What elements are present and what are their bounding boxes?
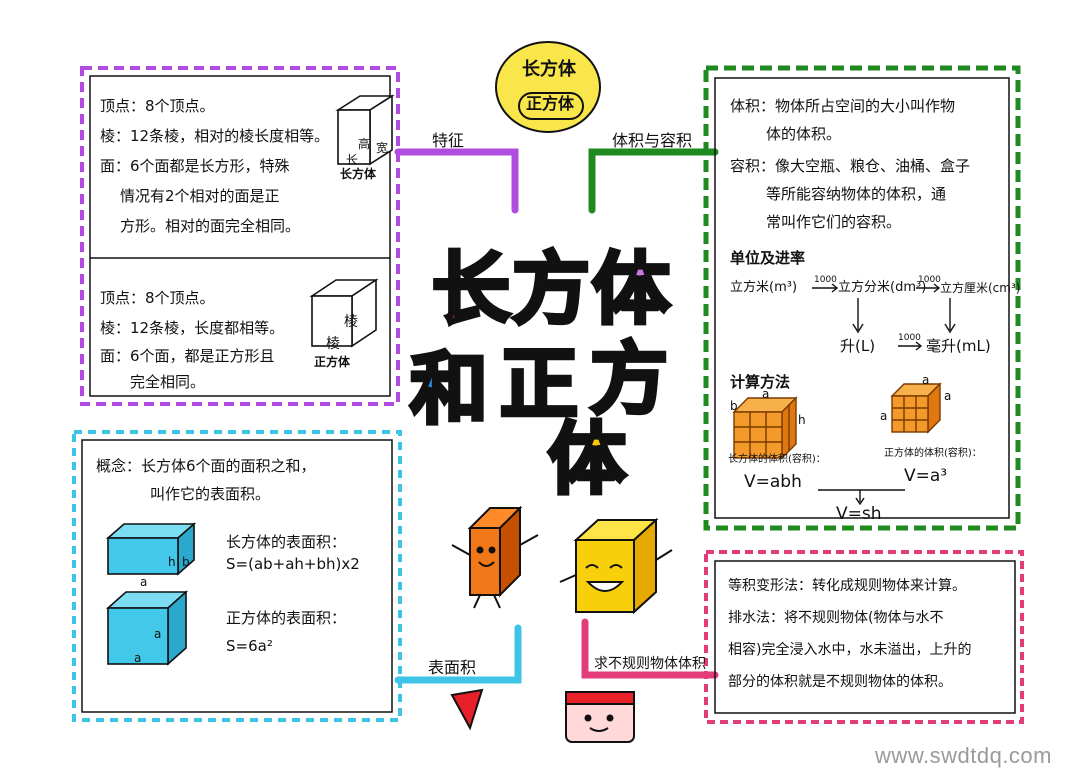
title-char-2: 方 <box>510 245 592 335</box>
vol-dim-a-1: a <box>762 387 770 401</box>
surf-dim-a-3: a <box>134 651 142 665</box>
surface-cube-title: 正方体的表面积： <box>226 609 347 627</box>
surface-line-2: 叫作它的表面积。 <box>150 485 271 503</box>
title-char-1: 长 <box>430 245 512 335</box>
cuboid-feature-4: 情况有2个相对的面是正 <box>120 187 280 205</box>
surface-cuboid <box>105 522 197 576</box>
volume-line-5: 常叫作它们的容积。 <box>766 213 902 231</box>
volume-cuboid-grid <box>732 396 798 460</box>
branch-volume-label: 体积与容积 <box>612 131 693 150</box>
cuboid-volume-formula: V=abh <box>744 472 802 492</box>
badge-top: 长方体 <box>522 59 576 80</box>
unit-m3: 立方米(m³) <box>730 280 798 295</box>
cuboid-feature-3: 面：6个面都是长方形，特殊 <box>100 157 290 175</box>
cuboid-feature-2: 棱：12条棱，相对的棱长度相等。 <box>100 127 330 145</box>
vol-dim-b: b <box>730 399 738 413</box>
rate-1: 1000 <box>814 275 837 285</box>
irregular-line-2: 排水法：将不规则物体(物体与水不 <box>728 610 944 626</box>
cube-label-edge1: 棱 <box>344 314 358 330</box>
volume-line-2: 体的体积。 <box>766 125 842 143</box>
orange-cuboid-character <box>451 505 539 609</box>
red-flag <box>450 688 484 731</box>
unit-cm3: 立方厘米(cm³) <box>940 281 1021 295</box>
volume-line-1: 体积：物体所占空间的大小叫作物 <box>730 97 956 115</box>
irregular-line-4: 部分的体积就是不规则物体的体积。 <box>728 674 952 690</box>
volume-line-3: 容积：像大空瓶、粮仓、油桶、盒子 <box>730 157 971 175</box>
badge-bottom: 正方体 <box>526 94 575 113</box>
surface-line-1: 概念：长方体6个面的面积之和， <box>96 457 316 475</box>
cube-label-edge2: 棱 <box>326 336 340 352</box>
surface-cuboid-title: 长方体的表面积： <box>226 533 347 551</box>
cube-feature-3: 面：6个面，都是正方形且 <box>100 347 275 365</box>
title-char-5: 正 <box>498 340 580 430</box>
surf-dim-b: b <box>182 555 190 569</box>
volume-line-4: 等所能容纳物体的体积，通 <box>766 185 947 203</box>
cuboid-caption: 长方体 <box>340 167 377 181</box>
cube-volume-formula: V=a³ <box>904 466 948 486</box>
cuboid-label-length: 长 <box>346 153 359 167</box>
title-char-7: 体 <box>546 415 628 505</box>
unit-mL: 毫升(mL) <box>926 337 991 355</box>
yellow-cube-character <box>559 517 673 615</box>
cuboid-feature-1: 顶点：8个顶点。 <box>100 97 215 115</box>
surface-cuboid-formula: S=(ab+ah+bh)x2 <box>226 555 360 573</box>
branch-surface-label: 表面积 <box>428 658 477 677</box>
surf-dim-h: h <box>168 555 176 569</box>
cube-sketch <box>309 278 379 348</box>
cube-volume-caption: 正方体的体积(容积)： <box>884 448 982 459</box>
rate-3: 1000 <box>898 333 921 343</box>
badge-bottom-pill <box>518 92 584 120</box>
cuboid-volume-caption: 长方体的体积(容积)： <box>728 454 826 465</box>
title-char-3: 体 <box>590 245 672 335</box>
irregular-line-3: 相容)完全浸入水中，水未溢出，上升的 <box>728 642 972 658</box>
vol-dim-a-2: a <box>922 373 930 387</box>
vol-dim-a-4: a <box>944 389 952 403</box>
irregular-line-1: 等积变形法：转化成规则物体来计算。 <box>728 578 966 594</box>
surface-cube <box>105 590 189 666</box>
unit-L: 升(L) <box>840 337 876 355</box>
surf-dim-a-2: a <box>154 627 162 641</box>
units-title: 单位及进率 <box>730 249 806 267</box>
surf-dim-a-1: a <box>140 575 148 589</box>
cube-caption: 正方体 <box>314 355 351 369</box>
unit-arrows <box>812 283 956 506</box>
cube-feature-1: 顶点：8个顶点。 <box>100 289 215 307</box>
cuboid-label-height: 高 <box>358 137 371 151</box>
branch-features-label: 特征 <box>432 131 465 150</box>
title-char-6: 方 <box>588 335 670 425</box>
cube-feature-4: 完全相同。 <box>130 373 206 391</box>
cuboid-label-width: 宽 <box>376 141 389 155</box>
calc-title: 计算方法 <box>730 373 791 391</box>
unit-dm3: 立方分米(dm³) <box>838 280 927 295</box>
surface-cube-formula: S=6a² <box>226 637 273 655</box>
red-box-character <box>565 691 635 743</box>
rate-2: 1000 <box>918 275 941 285</box>
cuboid-feature-5: 方形。相对的面完全相同。 <box>120 217 301 235</box>
common-volume-formula: V=sh <box>836 504 882 524</box>
vol-dim-h: h <box>798 413 806 427</box>
title-char-4: 和 <box>408 345 490 435</box>
vol-dim-a-3: a <box>880 409 888 423</box>
branch-irregular-label: 求不规则物体体积 <box>594 656 706 672</box>
volume-cube-grid <box>890 382 942 434</box>
cuboid-sketch <box>335 94 395 166</box>
cube-feature-2: 棱：12条棱，长度都相等。 <box>100 319 285 337</box>
watermark: www.swdtdq.com <box>875 743 1052 768</box>
